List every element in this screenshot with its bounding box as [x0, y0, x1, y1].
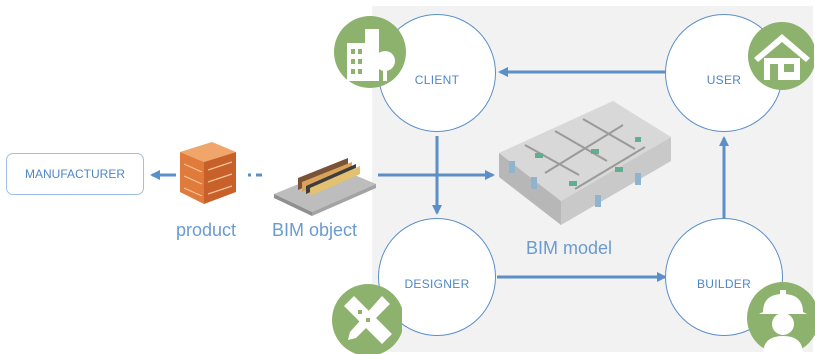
product-label: product [176, 220, 237, 240]
user-label: USER [706, 73, 742, 87]
brick-product-icon [180, 142, 236, 204]
bim-model-label: BIM model [526, 238, 613, 258]
bim-object-image [274, 158, 376, 216]
worker-icon [747, 282, 815, 354]
manufacturer-box: MANUFACTURER [6, 153, 144, 195]
builder-label: BUILDER [696, 277, 752, 291]
client-label: CLIENT [414, 73, 460, 87]
buildings-icon [334, 16, 406, 88]
designer-node: DESIGNER [378, 218, 496, 336]
designer-label: DESIGNER [404, 277, 470, 291]
tools-icon [332, 284, 402, 354]
house-icon [748, 22, 814, 90]
bim-model-image [499, 101, 671, 225]
bim-object-label: BIM object [272, 220, 358, 240]
